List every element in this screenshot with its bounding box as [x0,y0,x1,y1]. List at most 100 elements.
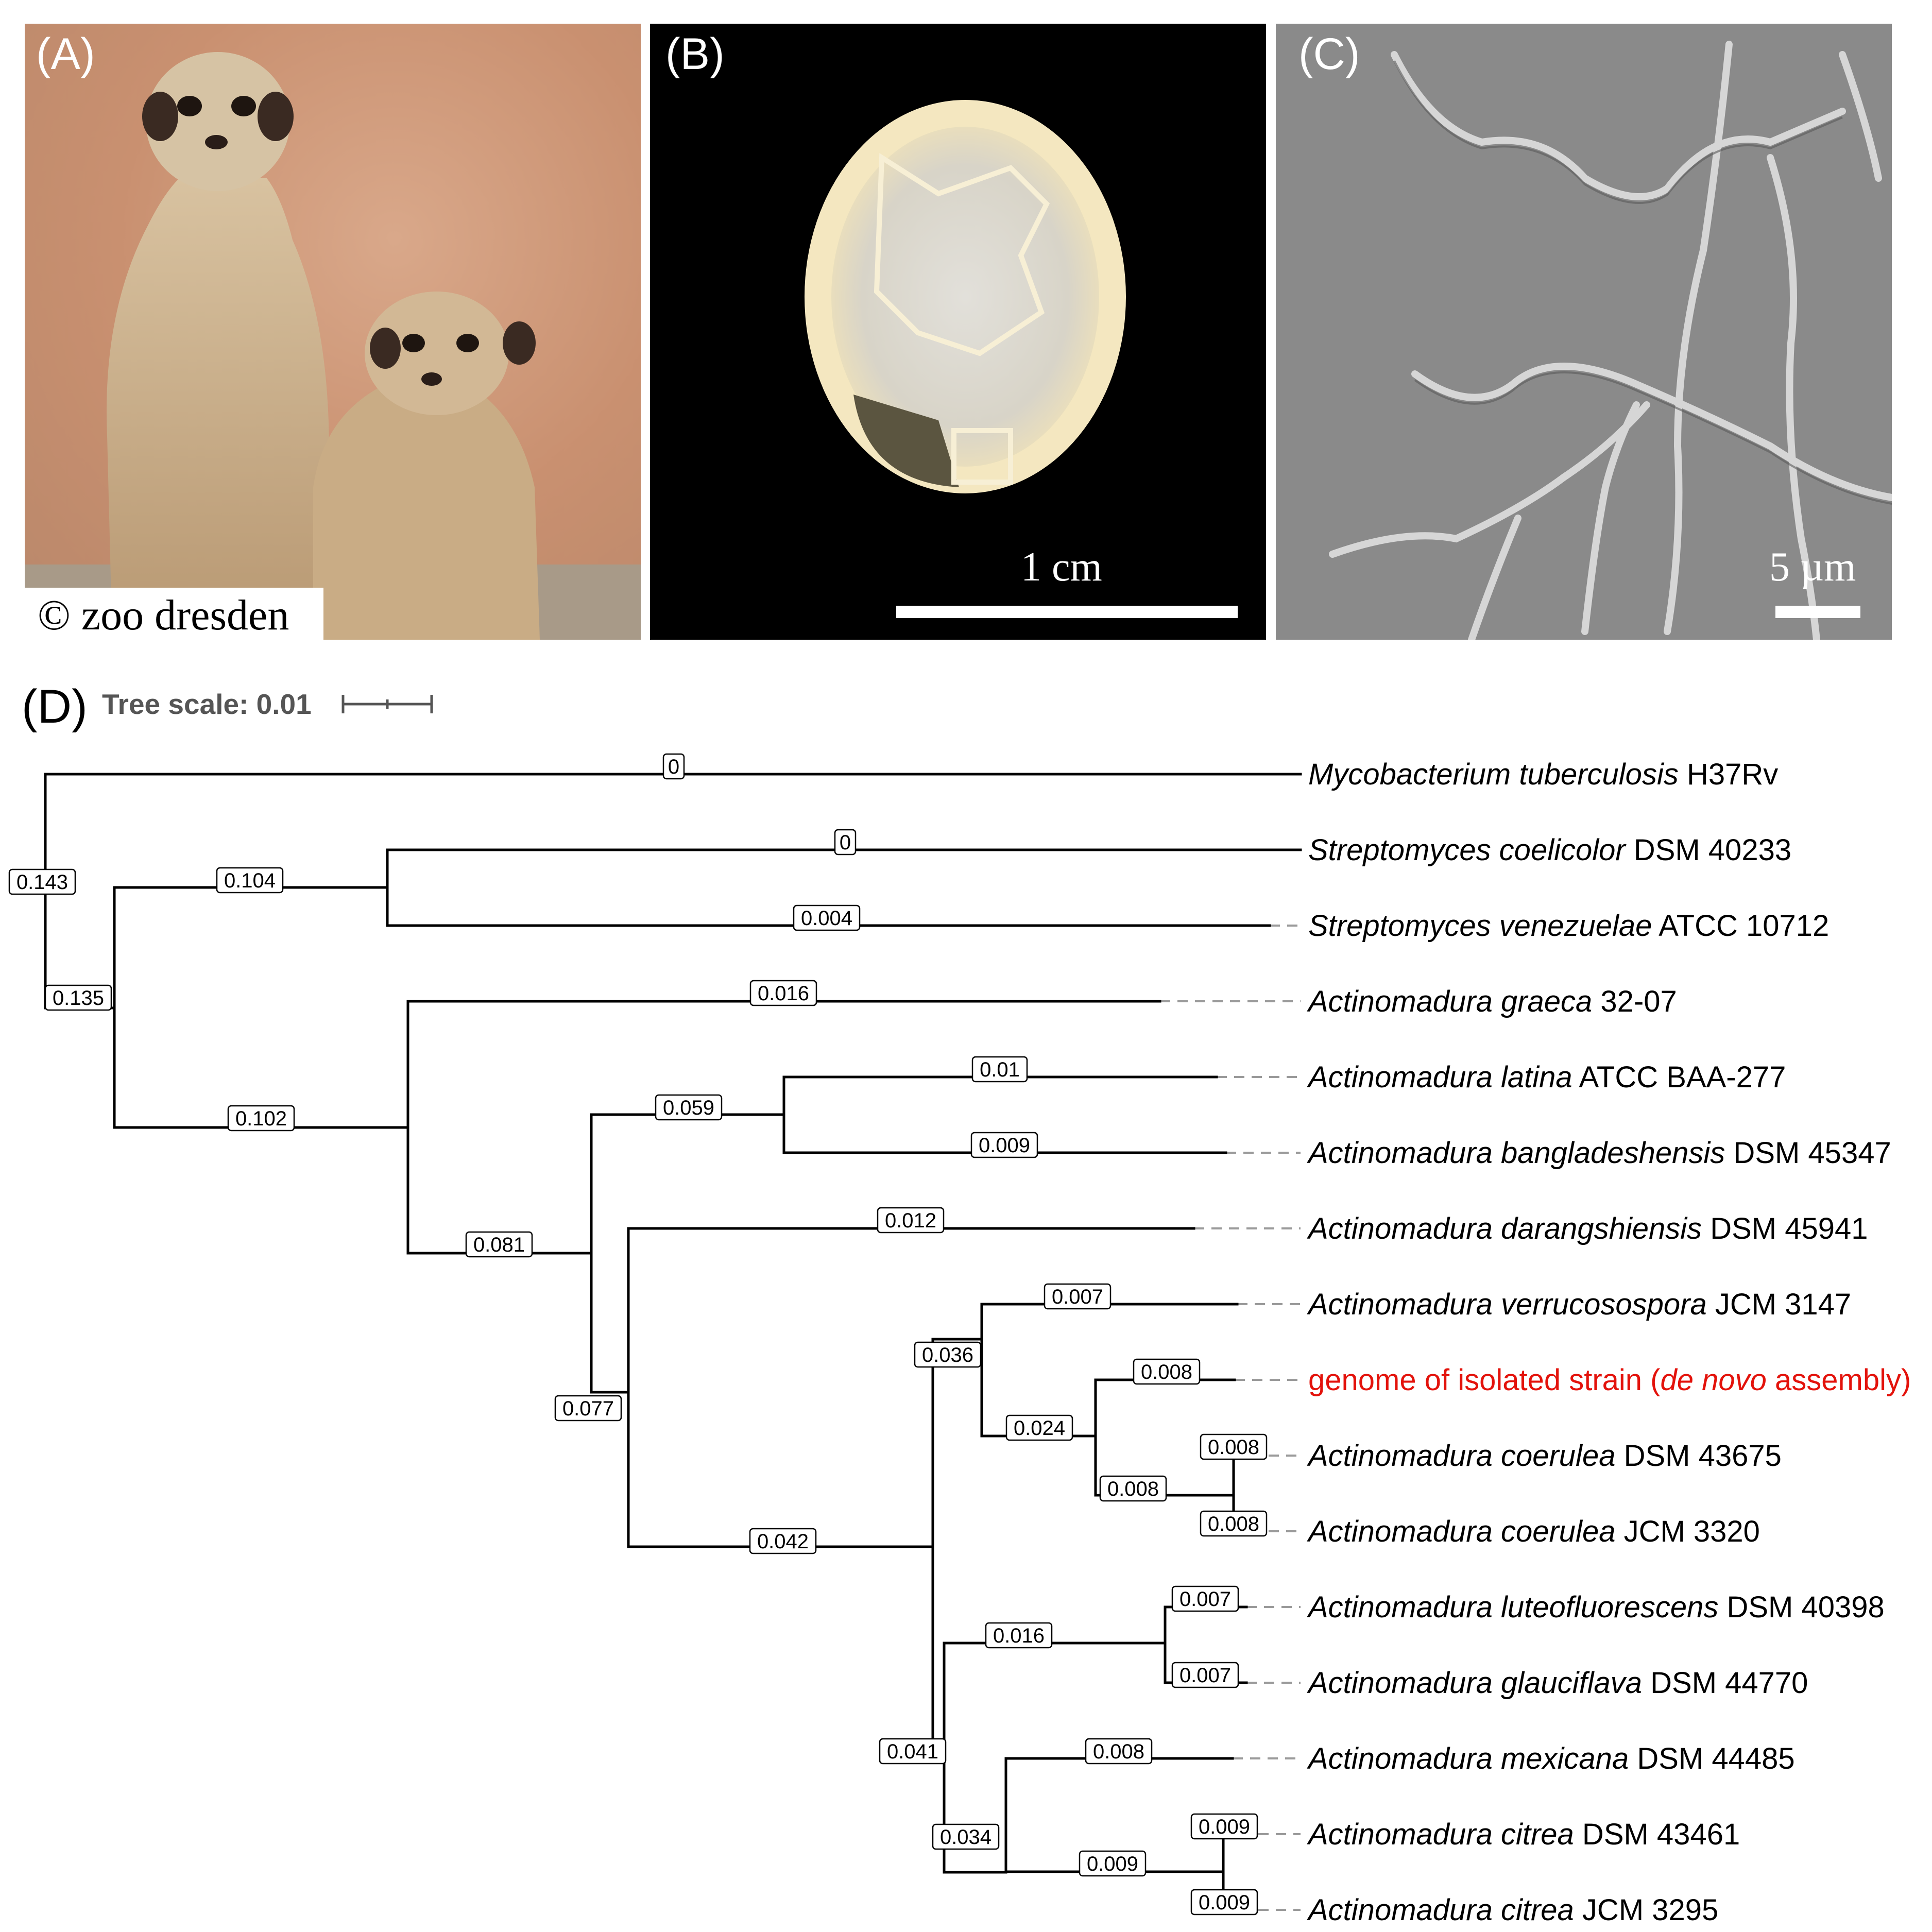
meerkat-photo [25,24,641,640]
branch-length-label: 0 [662,753,685,780]
branch-length-label: 0.009 [970,1132,1038,1158]
branch-length-label: 0.081 [465,1231,533,1258]
svg-text:0.024: 0.024 [1014,1417,1065,1440]
svg-text:0.008: 0.008 [1107,1478,1159,1500]
svg-text:0.042: 0.042 [757,1530,809,1553]
branch-length-label: 0.143 [8,868,76,895]
svg-text:0.135: 0.135 [53,987,104,1010]
branch-length-label: 0.008 [1085,1738,1153,1765]
svg-text:0.059: 0.059 [663,1097,714,1119]
taxon-label: Actinomadura glauciflava DSM 44770 [1307,1666,1808,1700]
panel-d-label: (D) [22,680,88,733]
taxon-label: Actinomadura darangshiensis DSM 45941 [1307,1212,1868,1245]
branch-length-label: 0.007 [1044,1283,1112,1310]
panel-a-label: (A) [36,29,95,79]
panel-b-colony-photo: 1 cm (B) [650,24,1266,640]
svg-text:0.041: 0.041 [887,1740,938,1763]
branch-length-label: 0.135 [44,984,112,1011]
branch-length-label: 0.004 [793,904,861,931]
branch-length-label: 0.042 [749,1528,817,1554]
taxon-label: Actinomadura graeca 32-07 [1307,985,1677,1018]
branch-length-label: 0.102 [227,1105,295,1132]
taxon-label: Streptomyces coelicolor DSM 40233 [1308,833,1791,867]
taxon-label: Actinomadura verrucosospora JCM 3147 [1307,1288,1851,1321]
branch-length-label: 0.059 [655,1094,723,1121]
branch-length-label: 0.016 [749,980,817,1006]
branch-length-label: 0.077 [554,1395,622,1422]
panel-c-microscopy: 5 µm (C) [1276,24,1892,640]
svg-text:0.01: 0.01 [980,1058,1020,1081]
branch-length-labels: 0 0 0.004 0.016 0.01 0.009 0.012 0.007 0.008 0.00… [8,753,1268,1916]
svg-text:0.016: 0.016 [758,982,809,1005]
panel-b-label: (B) [665,29,725,79]
taxon-label: genome of isolated strain (de novo assem… [1308,1363,1911,1397]
taxon-label: Actinomadura citrea JCM 3295 [1307,1893,1718,1927]
taxon-label: Actinomadura coerulea DSM 43675 [1307,1439,1782,1473]
svg-text:0.007: 0.007 [1179,1588,1231,1611]
taxon-label: Mycobacterium tuberculosis H37Rv [1308,758,1778,791]
svg-text:0.009: 0.009 [1199,1816,1250,1838]
photo-credit: © zoo dresden [38,591,289,639]
scalebar-b [896,606,1238,618]
svg-text:0.034: 0.034 [940,1826,991,1849]
svg-text:0.009: 0.009 [979,1134,1030,1157]
branch-length-label: 0.008 [1099,1475,1167,1502]
photo-credit-box [25,588,323,640]
tree-scale-bar [341,695,433,713]
leader-lines [1160,925,1301,1911]
branch-length-label: 0.034 [932,1823,1000,1850]
branch-length-label: 0.008 [1200,1433,1268,1460]
svg-text:0.036: 0.036 [922,1344,973,1366]
branch-length-label: 0.012 [877,1207,945,1234]
branch-length-label: 0.007 [1171,1662,1239,1688]
svg-text:0.009: 0.009 [1199,1891,1250,1914]
branch-length-label: 0.01 [971,1056,1028,1083]
branch-length-label: 0.009 [1190,1813,1258,1840]
taxon-label: Actinomadura coerulea JCM 3320 [1307,1515,1760,1548]
branch-length-label: 0.024 [1005,1414,1073,1441]
branch-length-label: 0.041 [879,1738,947,1765]
branch-length-label: 0.036 [914,1341,982,1368]
taxon-label: Actinomadura mexicana DSM 44485 [1307,1742,1795,1775]
branch-length-label: 0.104 [216,867,284,894]
svg-text:0.008: 0.008 [1208,1513,1259,1535]
branch-length-label: 0 [834,829,857,856]
scalebar-c [1775,606,1860,618]
svg-text:0: 0 [668,756,679,778]
svg-text:0.104: 0.104 [224,869,276,892]
branch-length-label: 0.007 [1171,1585,1239,1612]
colony-photo [805,100,1126,493]
svg-text:0: 0 [840,831,851,854]
svg-text:0.007: 0.007 [1052,1286,1103,1308]
svg-text:0.102: 0.102 [235,1107,287,1130]
svg-text:0.009: 0.009 [1087,1853,1138,1875]
panel-a-meerkat-photo: © zoo dresden (A) [25,24,641,640]
svg-text:0.143: 0.143 [16,871,68,894]
hyphae-micrograph [1329,41,1892,640]
scalebar-c-label: 5 µm [1769,544,1856,590]
svg-text:0.008: 0.008 [1093,1740,1144,1763]
taxon-label: Actinomadura citrea DSM 43461 [1307,1818,1740,1851]
tree-scale-label: Tree scale: 0.01 [102,688,312,720]
taxon-label: Actinomadura bangladeshensis DSM 45347 [1307,1136,1891,1170]
svg-text:0.004: 0.004 [801,907,852,930]
branch-length-label: 0.008 [1200,1510,1268,1537]
scalebar-b-label: 1 cm [1021,544,1102,590]
svg-text:0.007: 0.007 [1179,1664,1231,1687]
svg-text:0.008: 0.008 [1208,1436,1259,1459]
svg-text:0.008: 0.008 [1141,1361,1192,1383]
taxon-label: Streptomyces venezuelae ATCC 10712 [1308,909,1829,943]
taxon-label: Actinomadura luteofluorescens DSM 40398 [1307,1591,1885,1624]
svg-text:0.081: 0.081 [473,1234,525,1256]
svg-text:0.012: 0.012 [885,1209,936,1232]
branch-length-label: 0.016 [985,1622,1053,1649]
branch-length-label: 0.009 [1190,1889,1258,1916]
branch-length-label: 0.008 [1133,1358,1201,1385]
branch-length-label: 0.009 [1079,1850,1147,1877]
svg-text:0.016: 0.016 [993,1625,1045,1647]
panel-c-label: (C) [1298,29,1360,79]
taxon-label: Actinomadura latina ATCC BAA-277 [1307,1061,1786,1094]
svg-text:0.077: 0.077 [562,1397,614,1420]
taxon-labels: Mycobacterium tuberculosis H37RvStreptom… [1307,758,1911,1927]
